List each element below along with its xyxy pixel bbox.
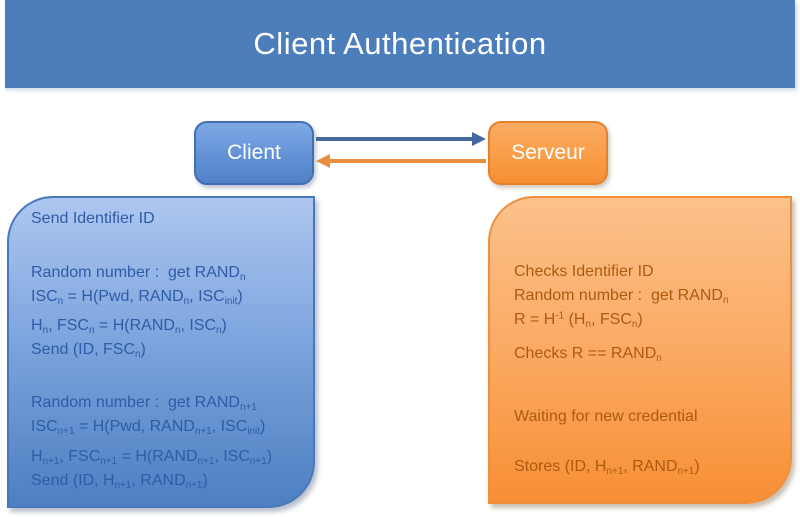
- client-steps-text: Send Identifier ID Random number : get RA…: [31, 207, 309, 493]
- protocol-paragraph: Send Identifier ID: [31, 207, 309, 231]
- protocol-line: Random number : get RANDn: [514, 287, 729, 307]
- protocol-line: R = H-1 (Hn, FSCn): [514, 310, 643, 331]
- protocol-line: Random number : get RANDn: [31, 264, 246, 284]
- protocol-line: Send (ID, Hn+1, RANDn+1): [31, 472, 208, 492]
- protocol-line: Stores (ID, Hn+1, RANDn+1): [514, 458, 700, 478]
- protocol-paragraph: Hn, FSCn = H(RANDn, ISCn) Send (ID, FSCn): [31, 314, 309, 362]
- protocol-line: Hn+1, FSCn+1 = H(RANDn+1, ISCn+1): [31, 448, 273, 468]
- client-node: Client: [194, 121, 314, 185]
- arrow-server-to-client: [330, 159, 486, 163]
- protocol-paragraph: Waiting for new credential: [514, 405, 786, 429]
- protocol-line: Send (ID, FSCn): [31, 341, 146, 361]
- server-node: Serveur: [488, 121, 608, 185]
- arrow-left-head-icon: [316, 154, 330, 168]
- protocol-line: Hn, FSCn = H(RANDn, ISCn): [31, 317, 227, 337]
- protocol-line: Waiting for new credential: [514, 408, 698, 425]
- title-bar: Client Authentication: [5, 0, 795, 88]
- protocol-paragraph: Checks R == RANDn: [514, 342, 786, 366]
- slide-title: Client Authentication: [253, 26, 547, 61]
- server-node-label: Serveur: [511, 141, 585, 164]
- protocol-line: Send Identifier ID: [31, 210, 155, 227]
- protocol-line: Random number : get RANDn+1: [31, 394, 257, 414]
- client-steps-panel: Send Identifier ID Random number : get RA…: [7, 196, 315, 508]
- protocol-line: Checks Identifier ID: [514, 263, 654, 280]
- server-steps-text: Checks Identifier ID Random number : get …: [514, 260, 786, 479]
- protocol-paragraph: Checks Identifier ID Random number : get …: [514, 260, 786, 332]
- client-node-label: Client: [227, 141, 281, 164]
- protocol-paragraph: Stores (ID, Hn+1, RANDn+1): [514, 455, 786, 479]
- arrow-right-head-icon: [472, 132, 486, 146]
- server-steps-panel: Checks Identifier ID Random number : get …: [488, 196, 792, 504]
- protocol-line: Checks R == RANDn: [514, 345, 662, 365]
- protocol-line: ISCn = H(Pwd, RANDn, ISCinit): [31, 288, 243, 308]
- protocol-line: ISCn+1 = H(Pwd, RANDn+1, ISCinit): [31, 418, 266, 438]
- protocol-paragraph: Hn+1, FSCn+1 = H(RANDn+1, ISCn+1) Send (I…: [31, 445, 309, 493]
- arrow-client-to-server: [316, 137, 474, 141]
